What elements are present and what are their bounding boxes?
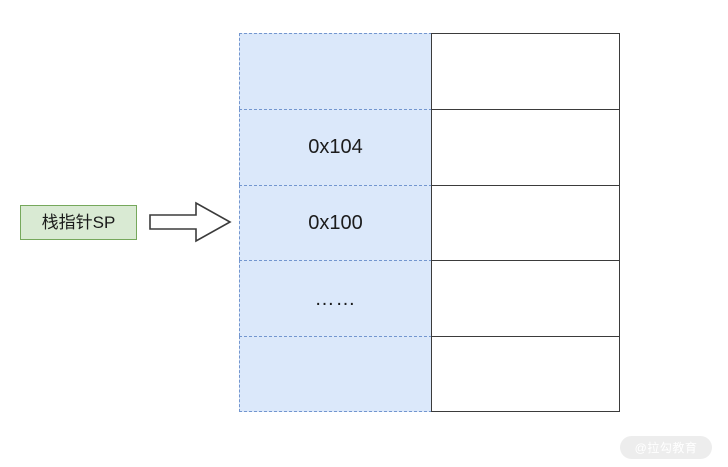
- address-cell: [239, 33, 432, 109]
- table-row: 0x104: [239, 108, 620, 185]
- value-cell: [431, 108, 620, 185]
- stack-pointer-label: 栈指针SP: [20, 205, 137, 240]
- table-row: 0x100: [239, 184, 620, 261]
- value-cell: [431, 33, 620, 109]
- memory-table: 0x104 0x100 ……: [239, 33, 620, 412]
- watermark-text: @拉勾教育: [634, 440, 698, 455]
- watermark: @拉勾教育: [620, 436, 712, 459]
- address-cell: [239, 336, 432, 412]
- address-cell: 0x100: [239, 184, 432, 261]
- value-cell: [431, 260, 620, 337]
- table-row: [239, 336, 620, 412]
- address-cell: ……: [239, 260, 432, 337]
- right-block-arrow-icon: [148, 200, 232, 244]
- address-cell: 0x104: [239, 108, 432, 185]
- value-cell: [431, 184, 620, 261]
- table-row: ……: [239, 260, 620, 337]
- stack-pointer-label-text: 栈指针SP: [41, 213, 116, 232]
- table-row: [239, 33, 620, 109]
- value-cell: [431, 336, 620, 412]
